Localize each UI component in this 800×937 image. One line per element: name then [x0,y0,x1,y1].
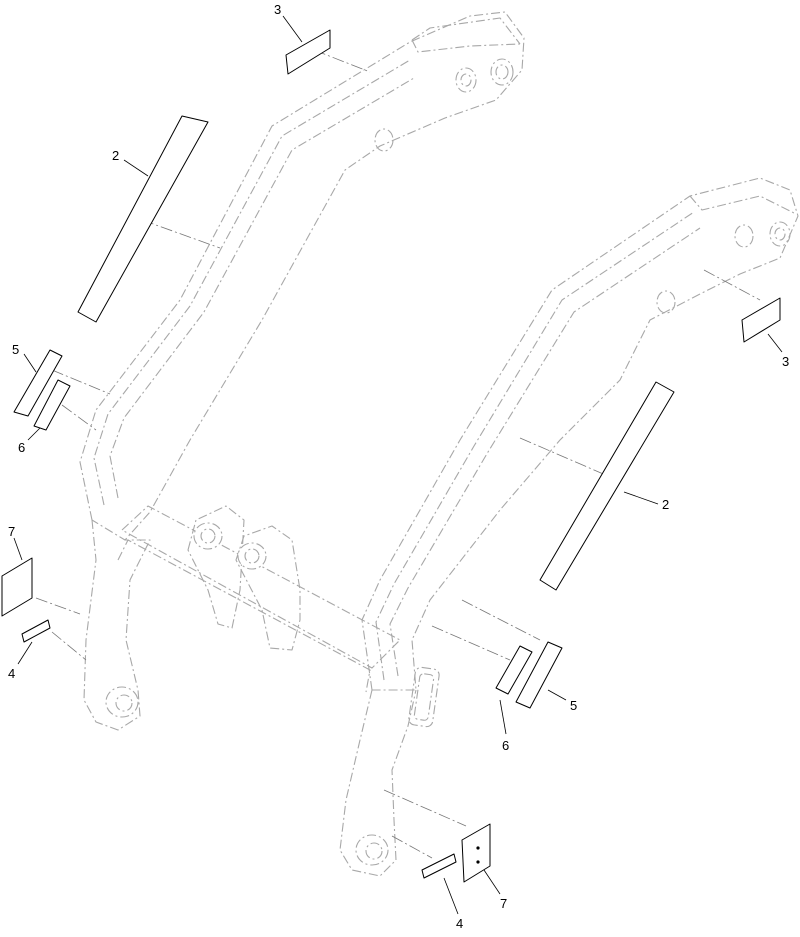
callout-4-left: 4 [8,666,15,681]
loader-arm-assembly-outline [79,11,799,877]
left-arm-top-cap [411,17,521,53]
right-arm-slot [408,666,440,728]
right-arm-inner-line-b [389,227,701,677]
callout-2-right: 2 [662,497,669,512]
right-leg-pivot-hole [365,842,383,860]
decal-5-left [13,349,63,417]
right-leg-outline [339,689,417,877]
callout-7-left: 7 [8,524,15,539]
left-leg-pivot-boss [105,686,139,718]
leader-4-bottom [443,877,459,915]
bracket-left-boss [193,522,223,550]
decal-7-bottom-hole-a [476,846,480,850]
callout-6-right: 6 [502,738,509,753]
cross-tube-outline [121,505,401,669]
proj-line-2-right [519,437,609,477]
decal-7-bottom [461,823,491,883]
left-arm-inner-line-a [93,59,411,506]
callout-5-left: 5 [12,342,19,357]
bracket-left-hole [200,528,216,544]
proj-line-7-bottom [383,789,467,827]
left-arm-pin-hole-3 [374,128,394,152]
callout-2-top: 2 [112,148,119,163]
cross-tube-lower-edge [117,539,371,693]
right-arm-pin-hole-1 [734,224,754,248]
proj-line-6-left [61,404,97,431]
left-arm-inner-line-b [109,77,415,499]
left-arm-pin-hole-2-inner [495,64,509,80]
right-arm-slot-inner [413,673,435,721]
leader-3-top [282,15,303,43]
leader-2-top [123,159,149,177]
proj-line-5-left [51,369,111,395]
left-leg-pivot-hole [115,694,133,712]
right-arm-outline [361,177,799,691]
right-arm-pin-hole-2-inner [774,227,786,241]
leader-6-right [499,699,507,735]
decal-3-right [741,297,781,343]
leader-2-right [623,491,659,505]
decals [1,29,781,883]
callout-3-right: 3 [782,354,789,369]
proj-line-3-top [313,49,371,73]
projection-lines [35,49,761,859]
decal-7-left [1,557,33,617]
proj-line-4-bottom [391,835,433,859]
callout-4-bottom: 4 [456,916,463,931]
right-arm-inner-line-a [375,211,695,681]
left-arm-pin-hole-1-inner [460,73,472,87]
decal-2-top [77,115,209,323]
decal-3-top [285,29,331,75]
center-bracket-left [187,505,245,629]
leader-7-left [13,537,23,561]
leader-lines [13,15,783,915]
proj-line-6-right [431,625,511,661]
callout-numbers: 3 2 5 6 7 4 3 2 5 6 4 7 [8,2,789,931]
leader-6-left [27,427,41,441]
left-leg-outline [83,519,151,731]
leader-7-bottom [483,869,501,895]
decal-2-right [539,381,675,591]
decal-5-right [515,641,563,709]
proj-line-2-top [141,219,221,249]
decal-6-left [33,379,71,431]
proj-line-5-right [461,599,541,641]
decal-4-left [21,619,51,643]
left-arm-outline [79,11,525,541]
right-arm-pin-hole-3 [656,290,676,314]
leader-5-left [23,353,37,373]
callout-3-top: 3 [274,2,281,17]
right-arm-pin-hole-2 [769,221,791,247]
proj-line-7-left [35,597,81,615]
proj-line-3-right [703,269,761,301]
center-bracket-right [235,525,301,651]
decal-4-bottom [421,853,457,879]
decal-7-bottom-hole-b [476,860,480,864]
callout-5-right: 5 [570,698,577,713]
right-leg-pivot-boss [355,834,389,866]
leader-3-right [767,333,783,353]
decal-6-right [495,645,533,695]
bracket-right-hole [244,548,260,564]
proj-line-4-left [51,631,87,661]
left-arm-pin-hole-2 [490,58,514,86]
bracket-right-boss [237,542,267,570]
left-arm-pin-hole-1 [455,67,477,93]
leader-5-right [547,689,567,701]
leader-4-left [17,641,33,665]
callout-7-bottom: 7 [500,896,507,911]
callout-6-left: 6 [18,440,25,455]
right-arm-top-cap [689,195,797,215]
